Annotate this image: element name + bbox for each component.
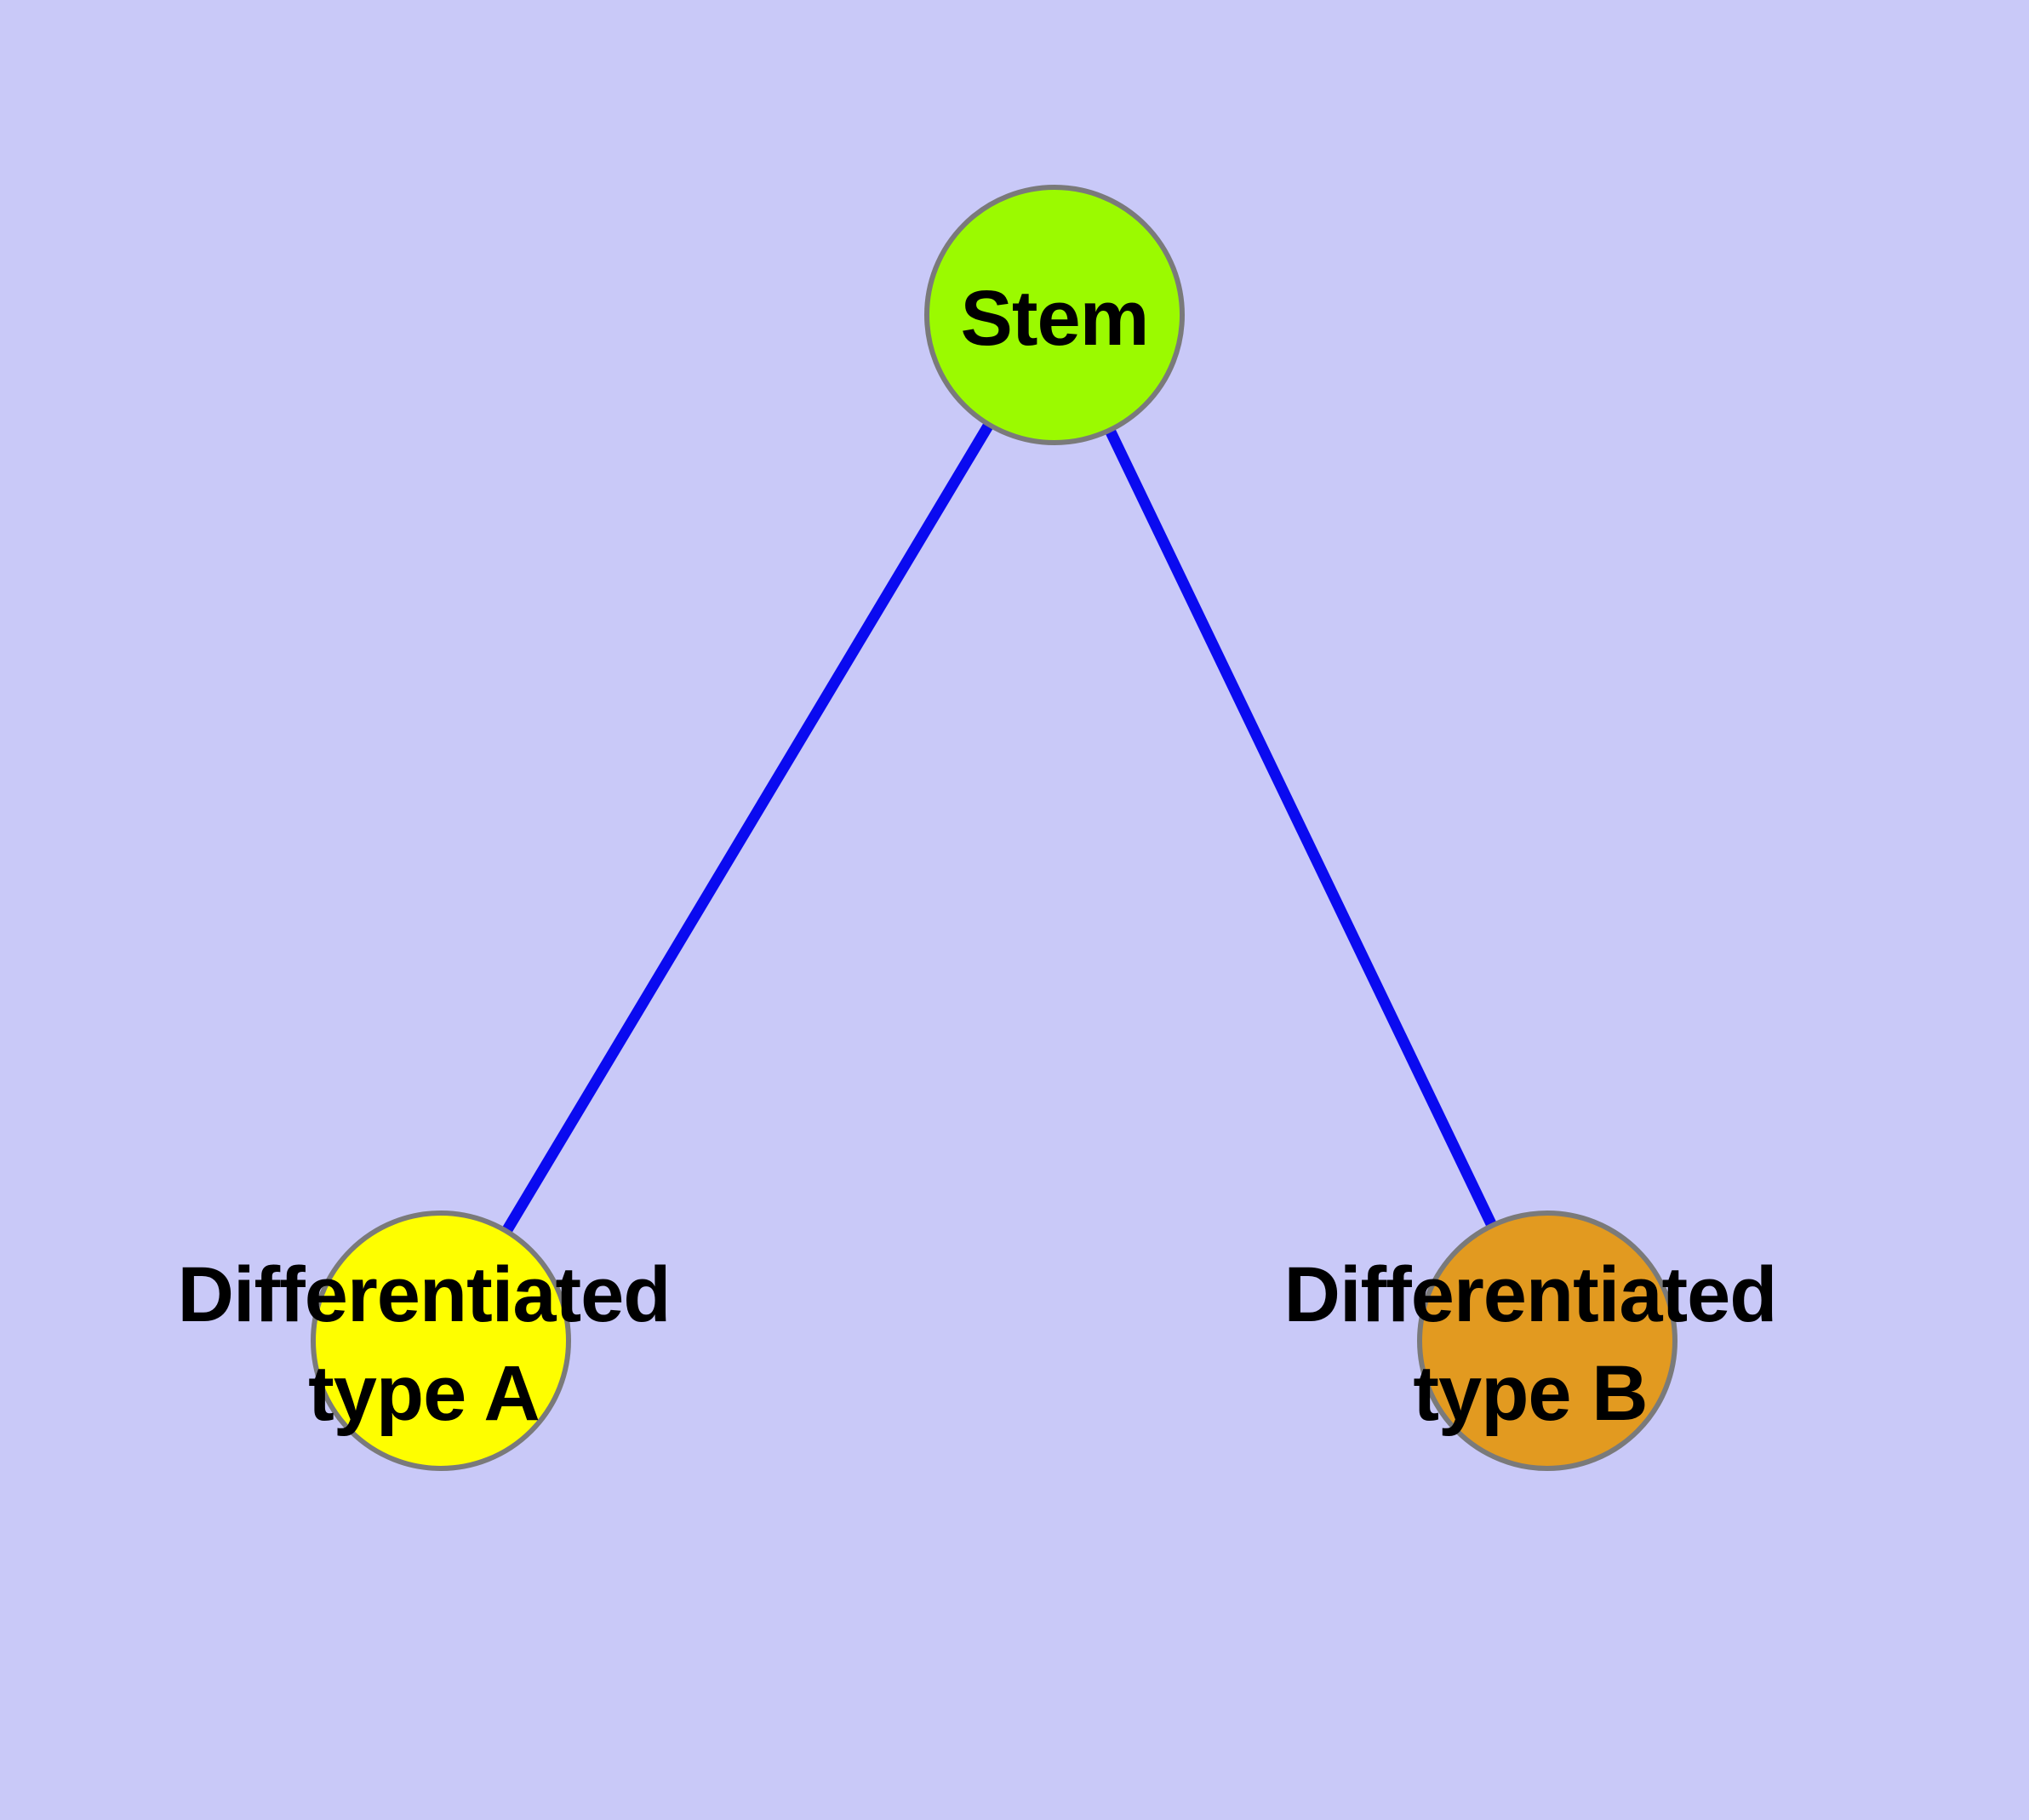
- label-line: Differentiated: [1283, 1251, 1778, 1338]
- label-line: Differentiated: [177, 1251, 672, 1338]
- node-differentiated-type-a[interactable]: [311, 1210, 571, 1471]
- edge-stem-to-type-a: [436, 312, 1060, 1344]
- node-differentiated-type-b[interactable]: [1417, 1210, 1677, 1471]
- label-line: Stem: [960, 275, 1150, 362]
- label-line: type B: [1413, 1350, 1648, 1437]
- node-label-differentiated-type-b: Differentiated type B: [1283, 1245, 1778, 1443]
- node-label-stem: Stem: [960, 269, 1150, 368]
- label-line: type A: [308, 1350, 540, 1437]
- node-label-differentiated-type-a: Differentiated type A: [177, 1245, 672, 1443]
- edge-stem-to-type-b: [1049, 312, 1552, 1343]
- node-stem[interactable]: [924, 185, 1185, 445]
